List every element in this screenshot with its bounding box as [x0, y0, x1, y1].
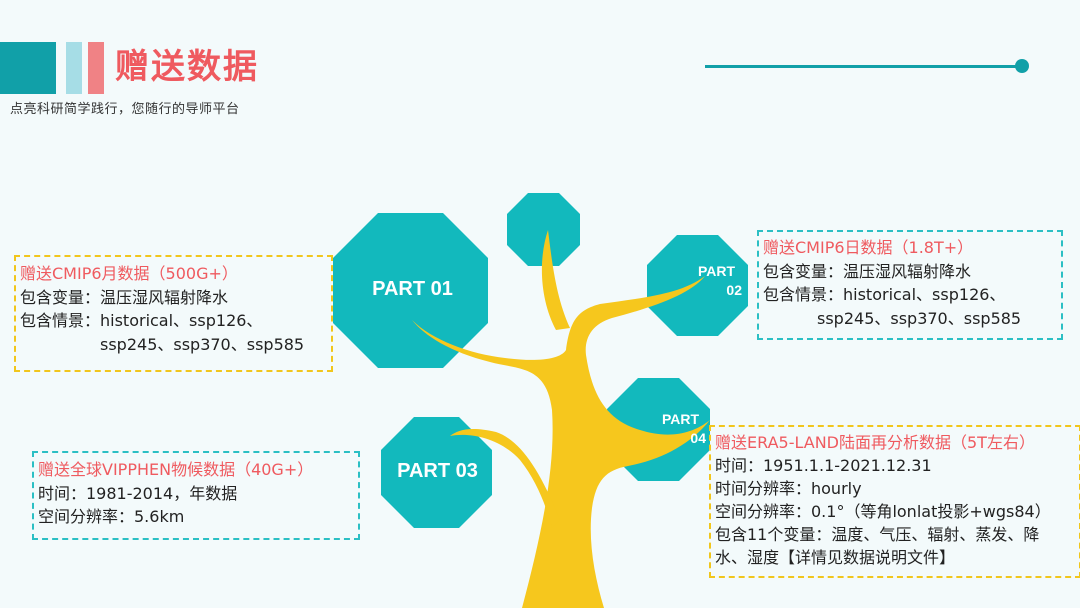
- header-pink-bar: [88, 42, 104, 94]
- part-01-label: PART 01: [372, 278, 453, 300]
- header-light-blue-bar: [66, 42, 82, 94]
- header-line: [705, 65, 1020, 68]
- octagon-top-small: [507, 193, 580, 266]
- cmip6-month-title: 赠送CMIP6月数据（500G+）: [20, 264, 238, 283]
- header-teal-bar: [0, 42, 56, 94]
- page-subtitle: 点亮科研简学践行，您随行的导师平台: [10, 102, 240, 117]
- tree-branch-top: [541, 230, 570, 330]
- octagon-part-02: [647, 235, 748, 336]
- cmip6-day-scenarios-cont: ssp245、ssp370、ssp585: [817, 308, 1022, 328]
- octagon-part-01: [333, 213, 488, 368]
- page-title: 赠送数据: [115, 47, 259, 87]
- header-dot: [1015, 59, 1029, 73]
- part-02-label-line1: PART: [698, 263, 736, 279]
- cmip6-month-scenarios: 包含情景：historical、ssp126、: [20, 311, 263, 330]
- vipphen-box: 赠送全球VIPPHEN物候数据（40G+） 时间：1981-2014，年数据 空…: [32, 451, 360, 540]
- tree-branch-left-low: [450, 429, 560, 528]
- era5-variables-cont: 水、湿度【详情见数据说明文件】: [715, 548, 956, 567]
- cmip6-day-title: 赠送CMIP6日数据（1.8T+）: [763, 238, 974, 257]
- cmip6-day-scenarios: 包含情景：historical、ssp126、: [763, 285, 1006, 304]
- tree-trunk: [412, 276, 710, 608]
- cmip6-month-scenarios-cont: ssp245、ssp370、ssp585: [100, 334, 305, 354]
- era5-space-resolution: 空间分辨率：0.1°（等角lonlat投影+wgs84）: [715, 502, 1051, 521]
- vipphen-title: 赠送全球VIPPHEN物候数据（40G+）: [38, 460, 314, 479]
- part-02-label-line2: 02: [726, 282, 742, 298]
- octagon-part-03: [381, 417, 492, 528]
- part-03-label: PART 03: [397, 460, 478, 482]
- part-02-label: PART 02: [686, 262, 756, 300]
- era5-variables: 包含11个变量：温度、气压、辐射、蒸发、降: [715, 525, 1040, 544]
- cmip6-month-variables: 包含变量：温压湿风辐射降水: [20, 287, 229, 307]
- part-04-label-line2: 04: [690, 430, 706, 446]
- cmip6-day-box: 赠送CMIP6日数据（1.8T+） 包含变量：温压湿风辐射降水 包含情景：his…: [757, 230, 1063, 340]
- cmip6-day-variables: 包含变量：温压湿风辐射降水: [763, 261, 972, 281]
- era5-time-resolution: 时间分辨率：hourly: [715, 479, 862, 498]
- part-04-label-line1: PART: [662, 411, 700, 427]
- vipphen-time: 时间：1981-2014，年数据: [38, 483, 238, 503]
- era5-time: 时间：1951.1.1-2021.12.31: [715, 456, 932, 475]
- cmip6-month-box: 赠送CMIP6月数据（500G+） 包含变量：温压湿风辐射降水 包含情景：his…: [14, 255, 333, 372]
- vipphen-resolution: 空间分辨率：5.6km: [38, 507, 185, 526]
- era5-box: 赠送ERA5-LAND陆面再分析数据（5T左右） 时间：1951.1.1-202…: [709, 425, 1080, 578]
- era5-title: 赠送ERA5-LAND陆面再分析数据（5T左右）: [715, 433, 1035, 452]
- part-04-label: PART 04: [650, 410, 720, 448]
